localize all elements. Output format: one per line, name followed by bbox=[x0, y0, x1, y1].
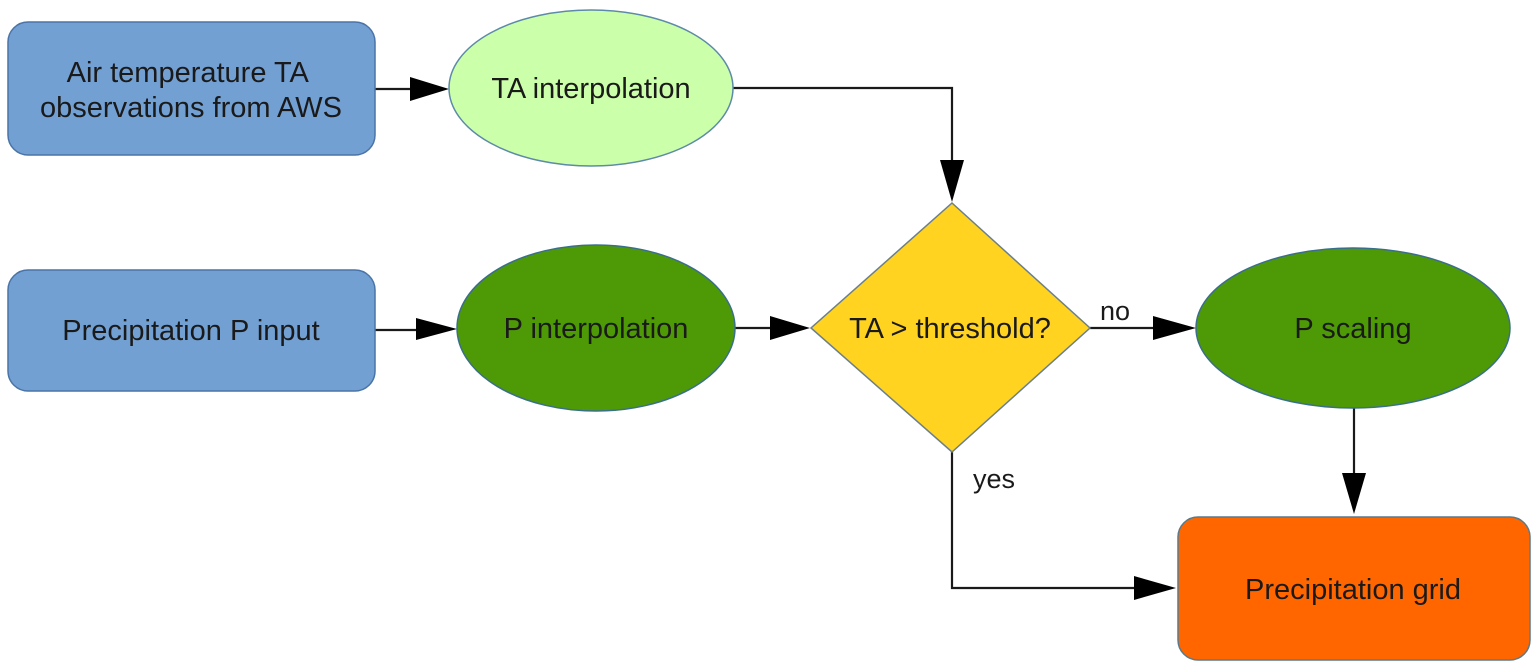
node-p-interpolation: P interpolation bbox=[456, 244, 736, 412]
edge-ta-interp-to-decision bbox=[733, 86, 964, 202]
node-precipitation-input-label: Precipitation P input bbox=[62, 315, 319, 347]
edge-p-scaling-to-precip-grid bbox=[1342, 408, 1366, 514]
edge-label-no: no bbox=[1100, 296, 1130, 326]
node-decision-shape bbox=[809, 201, 1092, 454]
node-precipitation-input: Precipitation P input bbox=[7, 269, 376, 392]
node-p-scaling-shape bbox=[1195, 247, 1511, 409]
node-air-temperature-line1: Air temperature TA bbox=[67, 57, 310, 89]
node-decision-label: TA > threshold? bbox=[849, 313, 1051, 345]
node-ta-interpolation: TA interpolation bbox=[448, 9, 734, 167]
node-p-interpolation-label: P interpolation bbox=[504, 313, 689, 345]
node-air-temperature-observations: Air temperature TA observations from AWS bbox=[7, 21, 376, 156]
svg-text:Air temperature TA obser: Air temperature TA observations from AWS bbox=[40, 57, 342, 124]
edge-decision-to-p-scaling bbox=[1090, 316, 1196, 340]
edge-label-yes: yes bbox=[973, 464, 1015, 494]
edge-p-interp-to-decision bbox=[735, 316, 810, 340]
node-precipitation-grid-label: Precipitation grid bbox=[1245, 574, 1461, 606]
edge-decision-to-precip-grid bbox=[950, 452, 1176, 600]
node-air-temperature-line2: observations from AWS bbox=[40, 92, 342, 124]
node-p-scaling-label: P scaling bbox=[1294, 313, 1411, 345]
node-precipitation-grid: Precipitation grid bbox=[1177, 516, 1531, 661]
node-p-scaling: P scaling bbox=[1195, 247, 1511, 409]
node-precipitation-input-shape bbox=[7, 269, 376, 392]
node-decision-threshold: TA > threshold? bbox=[809, 201, 1092, 454]
edge-airtemp-to-ta-interp bbox=[375, 77, 449, 101]
node-ta-interpolation-label: TA interpolation bbox=[491, 73, 690, 105]
node-p-interpolation-shape bbox=[456, 244, 736, 412]
node-ta-interpolation-shape bbox=[448, 9, 734, 167]
node-air-temperature-shape bbox=[7, 21, 376, 156]
node-precipitation-grid-shape bbox=[1177, 516, 1531, 661]
edge-precip-input-to-p-interp bbox=[375, 318, 457, 340]
